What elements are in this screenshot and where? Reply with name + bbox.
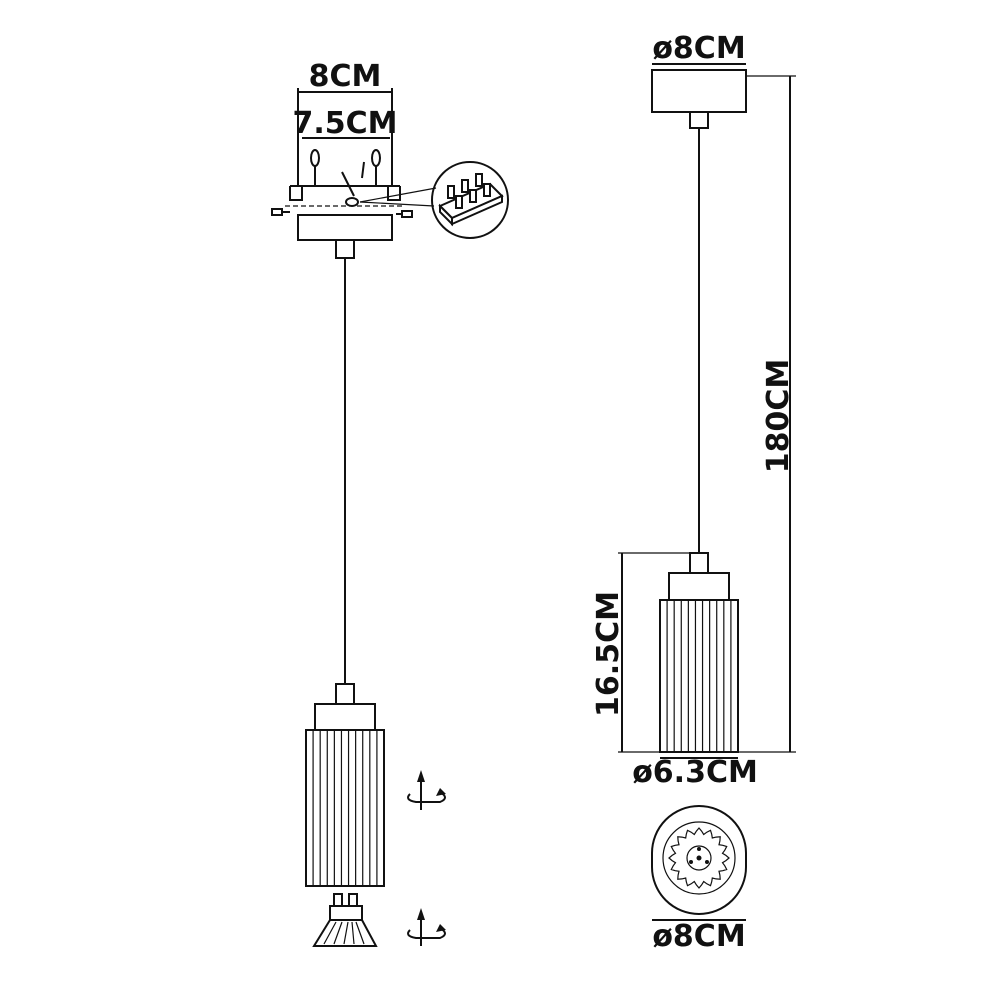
label-canopy-diameter: ø8CM (652, 31, 745, 66)
canopy (297, 214, 393, 241)
screw-icon (371, 149, 381, 185)
left-view: 8CM 7.5CM (271, 59, 509, 947)
rotate-arrow-icon (407, 770, 446, 810)
fluted-shade (305, 729, 385, 887)
label-bottom-diameter: ø8CM (652, 919, 745, 954)
right-view: ø8CM 180CM 16.5CM ø6.3CM (591, 31, 796, 954)
label-shade-height: 16.5CM (591, 591, 626, 717)
gu10-bulb-icon (312, 893, 378, 947)
dim-canopy-inner: 7.5CM (292, 106, 397, 141)
shade-cap-right (668, 572, 730, 601)
dim-bottom-diameter: ø8CM (652, 919, 746, 954)
label-canopy-inner: 7.5CM (292, 106, 397, 141)
cable-grip-right (689, 111, 709, 129)
scalloped-ring (668, 827, 730, 889)
shade-connector-right (689, 552, 709, 574)
shade-cap (314, 703, 376, 731)
label-shade-diameter: ø6.3CM (632, 755, 758, 790)
dim-shade-diameter: ø6.3CM (632, 755, 758, 790)
screw-icon (271, 208, 290, 216)
label-canopy-outer: 8CM (309, 59, 382, 94)
label-cable-length: 180CM (761, 359, 796, 474)
dim-shade-height: 16.5CM (591, 552, 796, 753)
mounting-bracket (271, 149, 413, 218)
bottom-view (651, 805, 747, 915)
screw-icon (310, 149, 320, 185)
dim-cable-length: 180CM (746, 75, 796, 752)
shade-connector (335, 683, 355, 705)
cable-grip (335, 239, 355, 259)
rotate-arrow-icon (407, 908, 446, 946)
terminal-block-callout (359, 161, 509, 239)
screw-icon (396, 210, 413, 218)
dim-canopy-outer: 8CM (297, 59, 393, 186)
canopy-right (651, 69, 747, 113)
dim-canopy-diameter: ø8CM (652, 31, 746, 66)
fluted-shade-right (659, 599, 739, 753)
terminal-block-icon (438, 173, 504, 227)
